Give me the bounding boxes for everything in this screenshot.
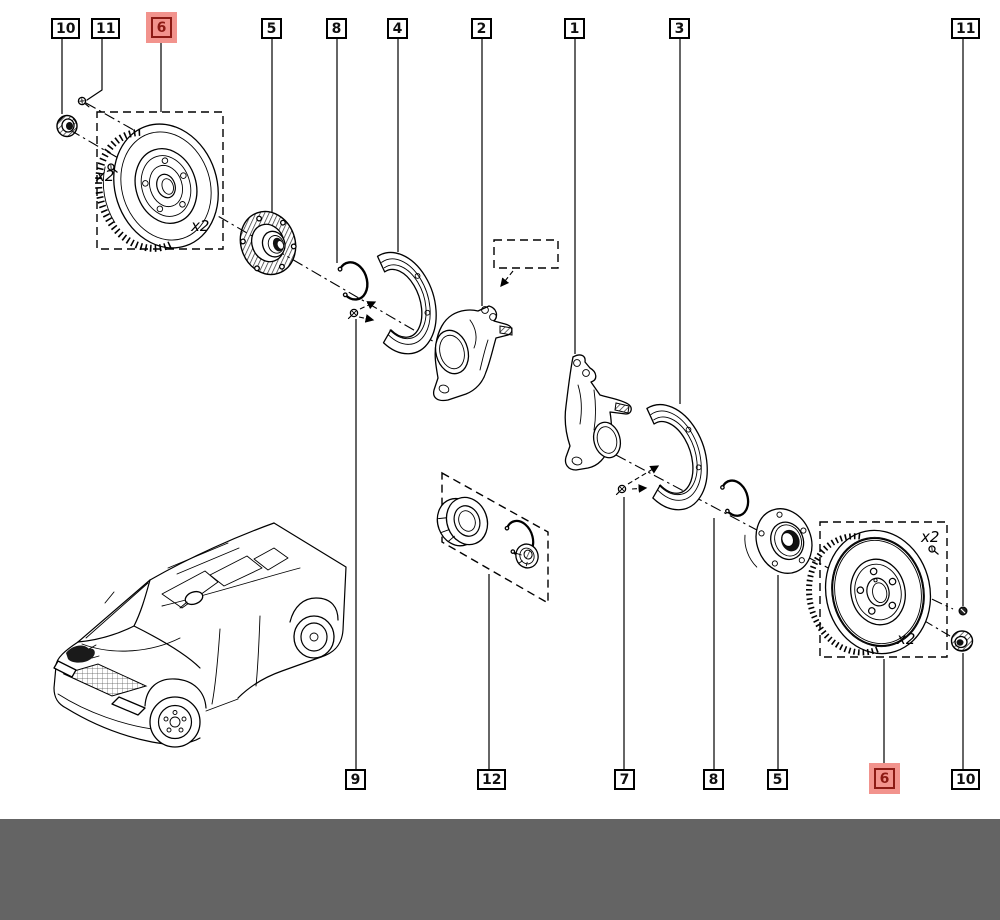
dashed-box-bearing-kit [441,471,549,605]
callout-top-6-highlighted[interactable]: 6 [151,17,172,38]
callout-top-5[interactable]: 5 [261,18,282,39]
hub-bolt-left[interactable] [77,96,91,110]
qty-label-left-disc: x2 [190,217,209,235]
qty-label-right-disc: x2 [896,630,915,648]
hub-bolt-right[interactable] [958,606,968,616]
brake-disc-right[interactable] [798,521,942,667]
callout-top-11-right[interactable]: 11 [951,18,981,39]
callout-bottom-7[interactable]: 7 [614,769,635,790]
qty-label-left-screws: x2 [95,167,114,185]
callout-top-8[interactable]: 8 [326,18,347,39]
castle-nut-right[interactable] [950,630,974,652]
bearing-kit[interactable] [431,490,542,571]
callout-top-1[interactable]: 1 [564,18,585,39]
leader-lines [61,38,964,769]
brake-disc-left[interactable] [83,110,234,266]
callout-top-11[interactable]: 11 [91,18,121,39]
wheel-hub-right[interactable] [736,500,821,586]
bearing-cap [515,543,539,569]
callout-bottom-8[interactable]: 8 [703,769,724,790]
callout-top-3[interactable]: 3 [669,18,690,39]
callout-bottom-6-highlighted[interactable]: 6 [874,768,895,789]
disc-screw-qty-left [107,163,118,173]
ref-box-knuckle [493,239,559,269]
callout-top-10[interactable]: 10 [51,18,81,39]
bearing [436,496,489,547]
snap-ring-right[interactable] [717,477,752,519]
steering-knuckle-right[interactable] [564,354,632,471]
splash-shield-right[interactable] [626,395,720,518]
callout-top-4[interactable]: 4 [387,18,408,39]
ref-box-arrow [500,270,514,288]
callout-bottom-12[interactable]: 12 [477,769,507,790]
callout-bottom-9[interactable]: 9 [345,769,366,790]
diagram-canvas: x2 x2 x2 x2 [53,38,974,769]
splash-shield-left[interactable] [357,243,448,361]
qty-label-right-screws: x2 [920,528,939,546]
dashed-box-right-disc [819,521,948,658]
shield-screw-left[interactable] [347,301,377,323]
castle-nut-left[interactable] [56,114,78,138]
callout-top-2[interactable]: 2 [471,18,492,39]
car-illustration [53,522,347,748]
snap-ring-left[interactable] [334,259,372,304]
wheel-hub-left[interactable] [232,204,305,283]
shield-screw-right[interactable] [615,465,660,496]
disc-screw-qty-right [928,545,939,555]
footer-bar: renault - 402060010R N - 6 [0,819,1000,920]
callout-bottom-10[interactable]: 10 [951,769,981,790]
callout-bottom-5[interactable]: 5 [767,769,788,790]
steering-knuckle-left[interactable] [431,305,513,402]
